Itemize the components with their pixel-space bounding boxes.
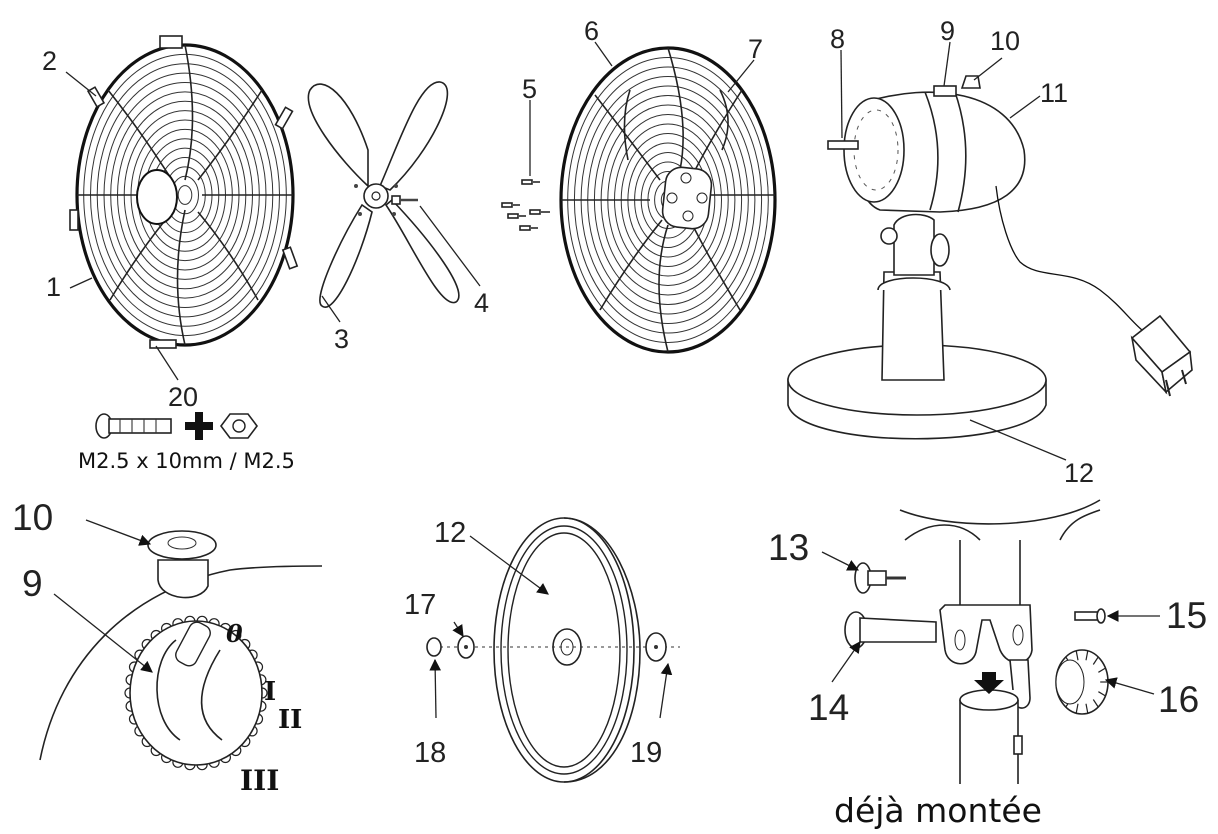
detail-label-13: 13 — [768, 527, 809, 568]
detail-label-19: 19 — [630, 737, 662, 769]
small-screws — [501, 179, 550, 231]
label-9: 9 — [940, 16, 955, 46]
label-12: 12 — [1064, 458, 1094, 488]
switch-detail: 0 I II III — [39, 530, 323, 797]
label-20: 20 — [168, 382, 198, 412]
screw-nut-set — [95, 412, 258, 440]
screw-size-caption: M2.5 x 10mm / M2.5 — [78, 449, 295, 473]
switch-position-3: III — [240, 764, 279, 797]
front-grille — [69, 35, 299, 349]
label-4: 4 — [474, 288, 489, 318]
detail-label-10: 10 — [12, 497, 53, 538]
fan-blade — [307, 81, 460, 308]
label-2: 2 — [42, 46, 57, 76]
detail-label-15: 15 — [1166, 595, 1207, 636]
leader-lines — [53, 41, 1160, 719]
plus-icon — [185, 412, 213, 440]
label-5: 5 — [522, 74, 537, 104]
detail-label-17: 17 — [404, 589, 436, 621]
detail-label-9: 9 — [22, 563, 43, 604]
label-8: 8 — [830, 24, 845, 54]
yoke-detail — [844, 499, 1109, 790]
switch-position-1: I — [264, 677, 276, 707]
label-11: 11 — [1040, 78, 1068, 108]
motor-stand-assembly — [787, 75, 1193, 440]
back-grille — [559, 46, 777, 354]
base-detail — [426, 517, 680, 783]
detail-label-18: 18 — [414, 737, 446, 769]
already-assembled-note: déjà montée — [834, 791, 1042, 830]
detail-label-12: 12 — [434, 517, 466, 549]
switch-position-2: II — [278, 705, 302, 735]
part-labels: 2 1 3 4 5 6 7 8 9 10 11 12 20 10 9 12 17… — [12, 16, 1207, 830]
label-3: 3 — [334, 324, 349, 354]
label-7: 7 — [748, 34, 763, 64]
detail-label-16: 16 — [1158, 679, 1199, 720]
switch-position-0: 0 — [226, 619, 243, 648]
label-10: 10 — [990, 26, 1020, 56]
label-1: 1 — [46, 272, 61, 302]
label-6: 6 — [584, 16, 599, 46]
detail-label-14: 14 — [808, 687, 849, 728]
